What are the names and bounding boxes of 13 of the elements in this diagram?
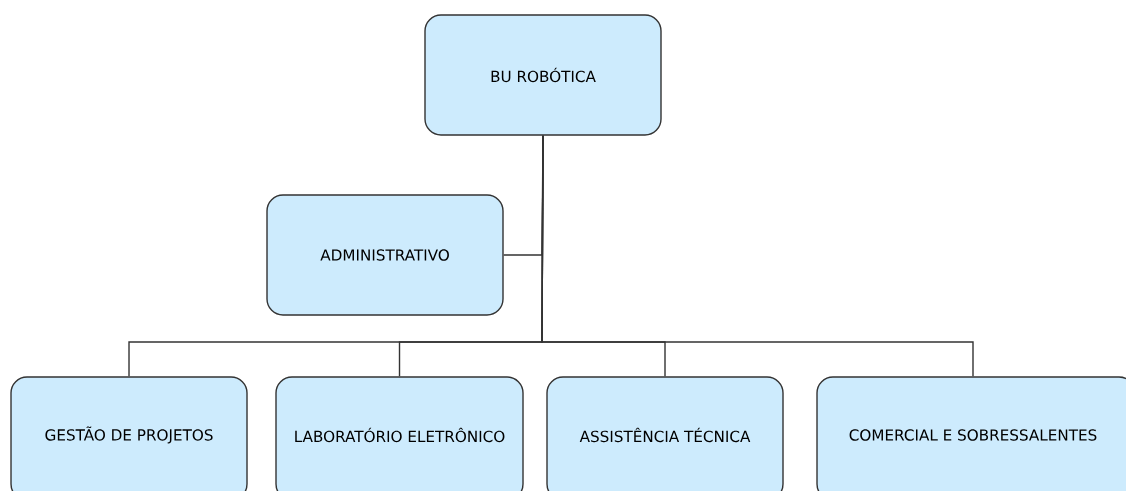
box-label: BU ROBÓTICA <box>491 67 596 83</box>
box-label: ADMINISTRATIVO <box>320 249 449 261</box>
box-label: GESTÃO DE PROJETOS <box>45 426 213 444</box>
org-box <box>266 194 504 316</box>
org-box <box>275 376 524 491</box>
box-label: COMERCIAL E SOBRESSALENTES <box>849 429 1097 441</box>
box-label: ASSISTÊNCIA TÉCNICA <box>579 427 751 443</box>
org-box <box>546 376 784 491</box>
org-box <box>424 14 662 136</box>
connector-line <box>541 135 974 377</box>
box-label: LABORATÓRIO ELETRÔNICO <box>295 427 505 443</box>
org-box <box>816 376 1126 491</box>
org-box <box>10 376 248 491</box>
